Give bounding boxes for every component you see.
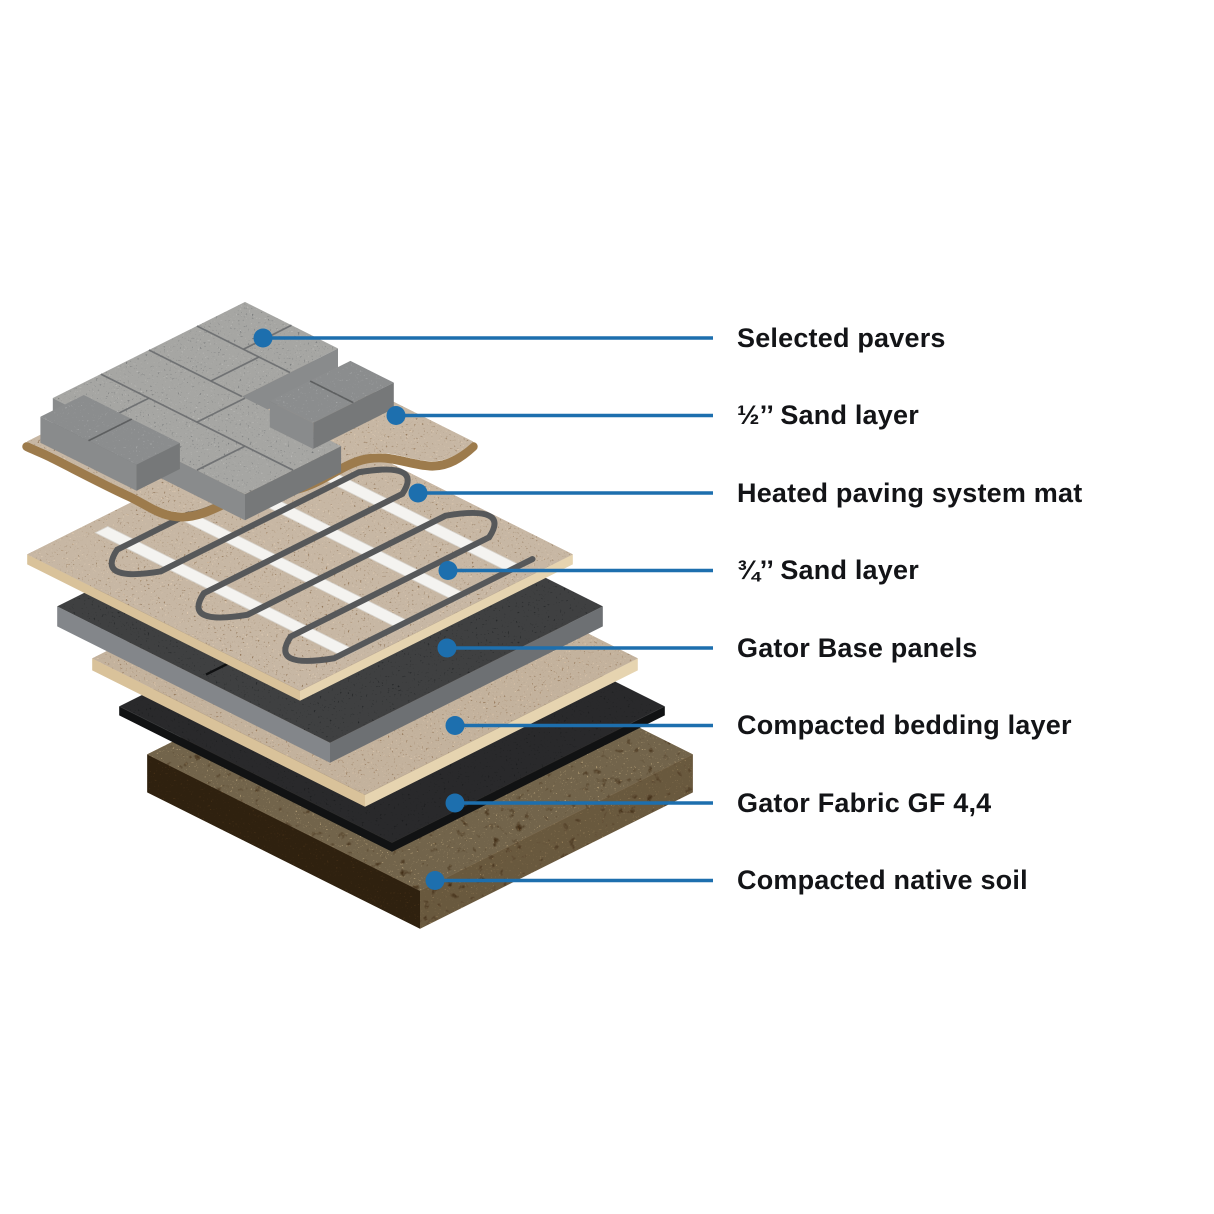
layer-gator-fabric-graphic xyxy=(119,570,665,852)
callout-bedding xyxy=(445,716,713,735)
callout-native-soil xyxy=(425,871,713,890)
callout-selected-pavers xyxy=(253,328,713,348)
layer-bedding-graphic xyxy=(92,522,638,807)
callout-gator-fabric xyxy=(445,793,713,813)
layer-sand-three-quarter-graphic xyxy=(27,418,573,701)
callout-gator-base xyxy=(437,638,713,658)
callouts xyxy=(253,328,713,890)
layer-label-heating-mat: Heated paving system mat xyxy=(737,477,1083,508)
detached-paver-pair xyxy=(269,360,394,449)
layer-label-bedding: Compacted bedding layer xyxy=(737,710,1072,740)
layer-label-sand-three-quarter: ¾’’ Sand layer xyxy=(737,555,919,585)
callout-heating-mat xyxy=(408,483,713,503)
layer-label-gator-fabric: Gator Fabric GF 4,4 xyxy=(737,787,992,818)
callout-sand-three-quarter xyxy=(438,561,713,580)
callout-sand-half xyxy=(386,406,713,425)
layer-label-native-soil: Compacted native soil xyxy=(737,865,1028,895)
layer-label-selected-pavers: Selected pavers xyxy=(737,322,946,353)
layer-label-sand-half: ½’’ Sand layer xyxy=(737,400,919,430)
layer-pavers-graphic xyxy=(40,302,394,521)
layer-label-gator-base: Gator Base panels xyxy=(737,632,978,663)
heating-cable-graphic xyxy=(108,447,536,664)
heating-mat-graphic xyxy=(94,442,536,664)
detached-paver-block xyxy=(40,395,180,491)
